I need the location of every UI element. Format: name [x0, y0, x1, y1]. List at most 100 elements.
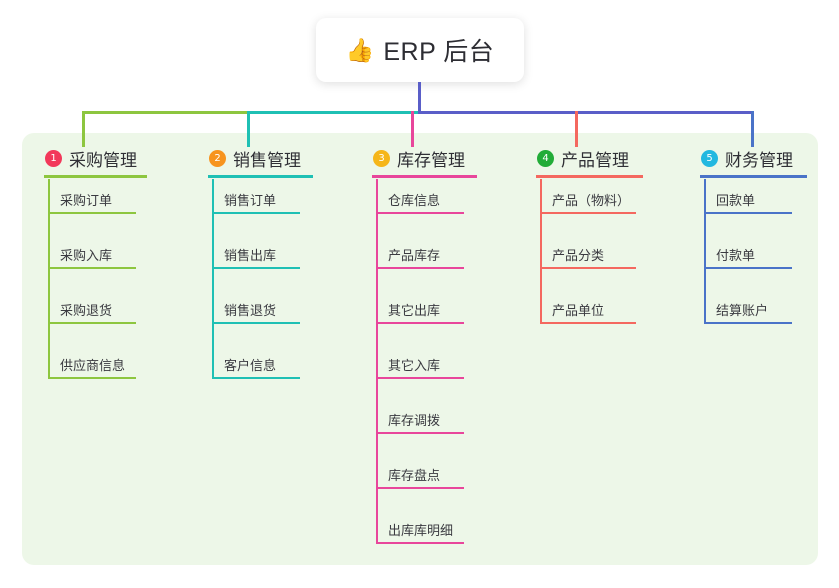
- leaf-item[interactable]: 其它入库: [372, 344, 465, 399]
- branch-header-2[interactable]: 2 销售管理: [208, 143, 313, 179]
- branch-header-row: 3 库存管理: [372, 143, 465, 173]
- root-node-content: 👍 ERP 后台: [346, 32, 495, 68]
- leaf-underline: [376, 432, 464, 434]
- leaf-label: 产品分类: [552, 248, 605, 263]
- drop-5: [751, 111, 754, 147]
- leaf-item[interactable]: 销售出库: [208, 234, 301, 289]
- leaf-item[interactable]: 产品（物料）: [536, 179, 636, 234]
- leaf-item[interactable]: 出库库明细: [372, 509, 465, 564]
- branch-header-3[interactable]: 3 库存管理: [372, 143, 477, 179]
- leaf-underline: [376, 212, 464, 214]
- branch-column-1: 1 采购管理采购订单采购入库采购退货供应商信息: [44, 143, 147, 399]
- leaf-label: 客户信息: [224, 358, 277, 373]
- branch-underline: [536, 175, 643, 178]
- leaf-connector: [704, 179, 706, 234]
- leaf-item[interactable]: 产品单位: [536, 289, 636, 344]
- drop-3: [411, 111, 414, 147]
- bus-segment-3: [418, 111, 754, 114]
- leaf-item[interactable]: 采购退货: [44, 289, 137, 344]
- leaf-item[interactable]: 销售退货: [208, 289, 301, 344]
- leaf-item[interactable]: 其它出库: [372, 289, 465, 344]
- leaf-connector: [376, 234, 378, 289]
- leaf-label: 回款单: [716, 193, 756, 208]
- branch-column-2: 2 销售管理销售订单销售出库销售退货客户信息: [208, 143, 313, 399]
- root-node-label: ERP 后台: [383, 38, 495, 66]
- leaf-item[interactable]: 结算账户: [700, 289, 793, 344]
- root-node-card[interactable]: 👍 ERP 后台: [316, 18, 524, 82]
- leaf-item[interactable]: 仓库信息: [372, 179, 465, 234]
- leaf-item[interactable]: 产品库存: [372, 234, 465, 289]
- leaf-underline: [540, 267, 636, 269]
- leaf-label: 库存调拨: [388, 413, 441, 428]
- leaf-connector: [376, 454, 378, 509]
- branch-title: 财务管理: [725, 150, 793, 170]
- leaf-underline: [704, 212, 792, 214]
- leaf-item[interactable]: 付款单: [700, 234, 793, 289]
- leaf-connector: [540, 179, 542, 234]
- branches-panel: [22, 133, 818, 565]
- leaf-item[interactable]: 采购入库: [44, 234, 137, 289]
- leaf-underline: [212, 212, 300, 214]
- branch-underline: [372, 175, 477, 178]
- leaf-underline: [212, 267, 300, 269]
- leaf-connector: [376, 509, 378, 544]
- leaf-item[interactable]: 供应商信息: [44, 344, 137, 399]
- leaf-underline: [376, 267, 464, 269]
- branch-number-badge: 2: [209, 149, 226, 167]
- leaf-label: 库存盘点: [388, 468, 441, 483]
- leaf-underline: [376, 487, 464, 489]
- leaf-label: 产品库存: [388, 248, 441, 263]
- leaf-connector: [212, 344, 214, 379]
- leaf-connector: [48, 234, 50, 289]
- branch-underline: [44, 175, 147, 178]
- leaf-underline: [48, 377, 136, 379]
- leaf-connector: [376, 344, 378, 399]
- leaf-label: 销售出库: [224, 248, 277, 263]
- leaf-item[interactable]: 客户信息: [208, 344, 301, 399]
- leaf-connector: [540, 289, 542, 324]
- leaf-label: 销售退货: [224, 303, 277, 318]
- leaf-connector: [704, 289, 706, 324]
- leaf-connector: [48, 344, 50, 379]
- leaf-label: 结算账户: [716, 303, 769, 318]
- leaf-item[interactable]: 采购订单: [44, 179, 137, 234]
- branch-number-badge: 1: [45, 149, 62, 167]
- leaf-connector: [704, 234, 706, 289]
- leaf-item[interactable]: 回款单: [700, 179, 793, 234]
- leaf-connector: [212, 234, 214, 289]
- branch-title: 采购管理: [69, 150, 137, 170]
- drop-4: [575, 111, 578, 147]
- leaf-underline: [48, 212, 136, 214]
- leaf-label: 销售订单: [224, 193, 277, 208]
- leaf-underline: [48, 267, 136, 269]
- leaf-item[interactable]: 产品分类: [536, 234, 636, 289]
- leaf-item[interactable]: 销售订单: [208, 179, 301, 234]
- leaf-label: 仓库信息: [388, 193, 441, 208]
- drop-2: [247, 111, 250, 147]
- leaf-connector: [376, 289, 378, 344]
- leaf-underline: [376, 542, 464, 544]
- branch-title: 库存管理: [397, 150, 465, 170]
- branch-column-3: 3 库存管理仓库信息产品库存其它出库其它入库库存调拨库存盘点出库库明细: [372, 143, 477, 564]
- thumbs-up-icon: 👍: [345, 36, 375, 63]
- leaf-item[interactable]: 库存盘点: [372, 454, 465, 509]
- branch-title: 产品管理: [561, 150, 629, 170]
- leaf-label: 其它入库: [388, 358, 441, 373]
- branch-header-1[interactable]: 1 采购管理: [44, 143, 147, 179]
- leaf-underline: [212, 322, 300, 324]
- branch-title: 销售管理: [233, 150, 301, 170]
- leaf-connector: [212, 179, 214, 234]
- branch-number-badge: 3: [373, 149, 390, 167]
- leaf-label: 采购订单: [60, 193, 113, 208]
- leaf-connector: [376, 399, 378, 454]
- leaf-underline: [212, 377, 300, 379]
- leaf-item[interactable]: 库存调拨: [372, 399, 465, 454]
- leaf-connector: [376, 179, 378, 234]
- root-stem: [418, 82, 421, 114]
